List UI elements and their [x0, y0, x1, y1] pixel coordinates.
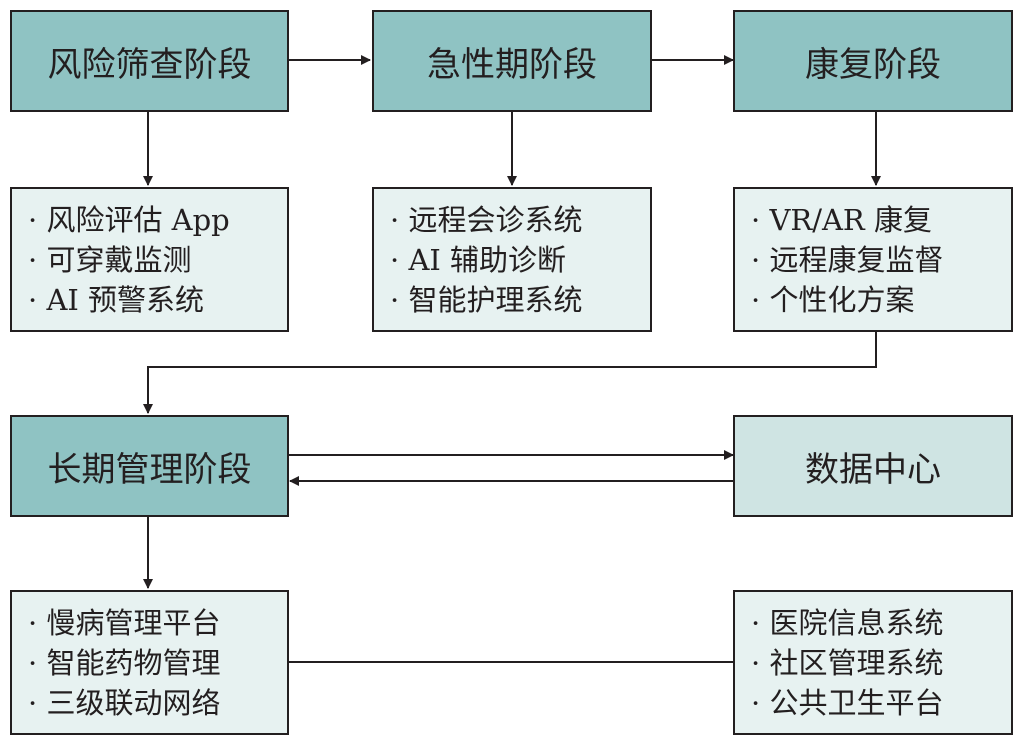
detail-item: 风险评估 App	[28, 200, 287, 240]
stage-screening-label: 风险筛查阶段	[47, 44, 252, 85]
detail-datacenter: 医院信息系统 社区管理系统 公共卫生平台	[733, 590, 1013, 735]
detail-item: 智能药物管理	[28, 643, 287, 683]
stage-longterm: 长期管理阶段	[10, 415, 289, 517]
detail-rehab: VR/AR 康复 远程康复监督 个性化方案	[733, 187, 1013, 332]
detail-item: 三级联动网络	[28, 683, 287, 723]
detail-item: 公共卫生平台	[751, 683, 1011, 723]
stage-screening: 风险筛查阶段	[10, 10, 289, 112]
detail-item: AI 辅助诊断	[390, 240, 650, 280]
arrow-rehab-to-longterm	[143, 332, 877, 414]
detail-item: 个性化方案	[751, 280, 1011, 320]
stage-datacenter: 数据中心	[733, 415, 1013, 517]
detail-item: 远程会诊系统	[390, 200, 650, 240]
stage-acute: 急性期阶段	[372, 10, 652, 112]
stage-acute-label: 急性期阶段	[427, 44, 597, 85]
stage-longterm-label: 长期管理阶段	[47, 449, 252, 490]
detail-item: 社区管理系统	[751, 643, 1011, 683]
detail-item: 智能护理系统	[390, 280, 650, 320]
detail-item: 慢病管理平台	[28, 603, 287, 643]
detail-screening: 风险评估 App 可穿戴监测 AI 预警系统	[10, 187, 289, 332]
stage-rehab-label: 康复阶段	[805, 44, 941, 85]
detail-item: 可穿戴监测	[28, 240, 287, 280]
detail-longterm: 慢病管理平台 智能药物管理 三级联动网络	[10, 590, 289, 735]
stage-datacenter-label: 数据中心	[805, 449, 941, 490]
detail-item: 医院信息系统	[751, 603, 1011, 643]
detail-acute: 远程会诊系统 AI 辅助诊断 智能护理系统	[372, 187, 652, 332]
stage-rehab: 康复阶段	[733, 10, 1013, 112]
detail-item: AI 预警系统	[28, 280, 287, 320]
detail-item: VR/AR 康复	[751, 200, 1011, 240]
detail-item: 远程康复监督	[751, 240, 1011, 280]
